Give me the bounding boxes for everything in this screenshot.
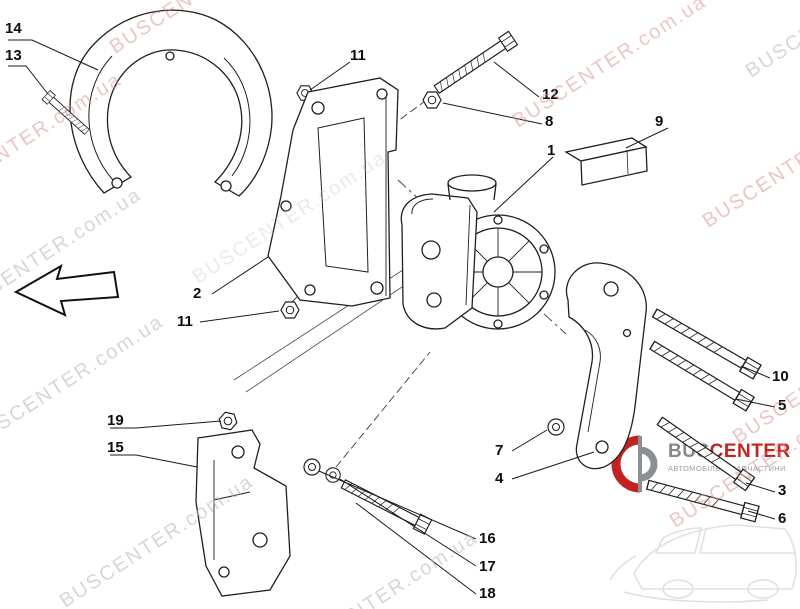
callout-19: 19 (107, 412, 124, 429)
part-clamp-14 (69, 9, 273, 197)
callout-16: 16 (479, 530, 496, 547)
callout-2: 2 (193, 285, 202, 302)
callout-11-left: 11 (177, 313, 193, 330)
callout-12: 12 (542, 86, 559, 103)
callout-9: 9 (655, 113, 664, 130)
callout-4: 4 (495, 470, 504, 487)
callout-7: 7 (495, 442, 504, 459)
direction-arrow (13, 263, 120, 317)
leader-lines (8, 39, 776, 595)
van-sketch (609, 524, 797, 603)
part-pad-9 (564, 137, 648, 186)
callout-17: 17 (479, 558, 496, 575)
callout-13: 13 (5, 47, 22, 64)
callout-6: 6 (778, 510, 787, 527)
callout-14: 14 (5, 20, 22, 37)
brand-logo-mark (611, 435, 658, 493)
callout-10: 10 (772, 368, 789, 385)
brand-name-red: CENTER (709, 441, 791, 462)
part-pump-1 (400, 174, 556, 330)
part-bracket-4 (565, 262, 647, 470)
callout-1: 1 (547, 142, 556, 159)
callout-11-top: 11 (350, 47, 366, 64)
callout-18: 18 (479, 585, 496, 602)
callout-15: 15 (107, 439, 124, 456)
part-bracket-2 (267, 77, 399, 307)
part-bracket-15 (195, 429, 291, 597)
callout-8: 8 (545, 113, 554, 130)
callout-5: 5 (778, 397, 787, 414)
callout-3: 3 (778, 482, 787, 499)
